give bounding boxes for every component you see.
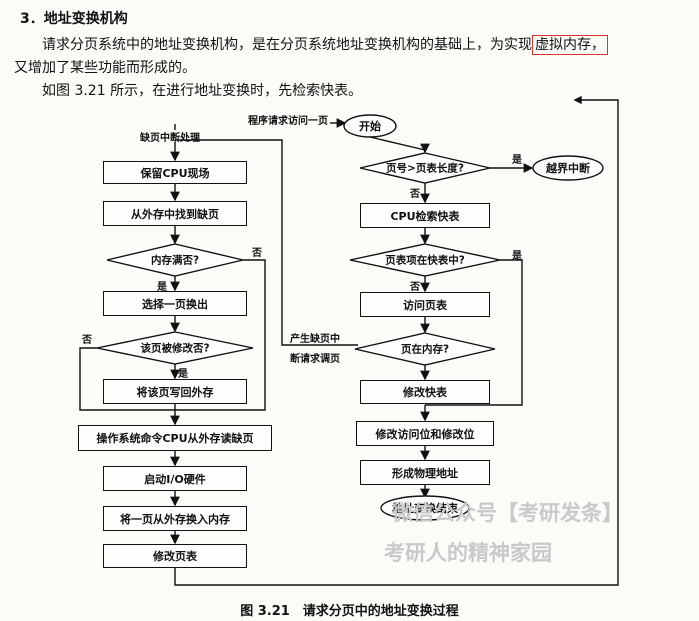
paragraph-line-3: 如图 3.21 所示，在进行地址变换时，先检索快表。 [42,83,363,99]
box-modify-fast: 修改快表 [360,380,490,404]
label-yes-4: 是 [512,251,522,262]
box-start-io: 启动I/O硬件 [103,466,247,491]
boundary-label: 越界中断 [546,162,590,175]
watermark-line-1: 微信公众号【考研发条】 [392,501,623,525]
label-no-4: 否 [410,282,420,293]
box-swap-in: 将一页从外存换入内存 [103,506,247,531]
paragraph-text: 请求分页系统中的地址变换机构，是在分页系统地址变换机构的基础上，为实现 [42,37,532,53]
label-page-fault-1: 产生缺页中 [290,334,340,345]
label-program-request: 程序请求访问一页 [248,116,328,127]
oval-end [380,495,470,521]
box-find-page: 从外存中找到缺页 [103,201,247,226]
diamond-mem-full-label: 内存满否? [150,254,200,267]
oval-boundary [532,155,604,181]
box-form-addr: 形成物理地址 [360,460,490,485]
diamond-modified-label: 该页被修改否? [140,342,210,355]
label-yes-3: 是 [512,155,522,166]
highlight-virtual-memory: 虚拟内存， [532,35,608,55]
section-heading: 3．地址变换机构 [20,11,128,27]
box-save-cpu: 保留CPU现场 [103,161,247,184]
paragraph-line-2: 又增加了某些功能而形成的。 [14,60,196,76]
box-access-pt: 访问页表 [360,292,490,317]
diamond-page-len-label: 页号>页表长度? [386,162,464,175]
box-os-read: 操作系统命令CPU从外存读缺页 [78,425,272,451]
label-no-3: 否 [410,189,420,200]
box-modify-pt: 修改页表 [103,544,247,568]
start-label: 开始 [359,120,381,133]
figure-caption: 图 3.21 请求分页中的地址变换过程 [240,604,459,619]
label-page-fault-2: 断请求调页 [290,354,340,365]
end-label: 地址变换结束 [392,502,458,515]
diamond-in-tlb-label: 页表项在快表中? [385,254,465,267]
label-no-1: 否 [252,248,262,259]
diamond-in-memory-label: 页在内存? [400,343,450,356]
box-modify-bits: 修改访问位和修改位 [356,421,494,446]
paragraph-line-1: 请求分页系统中的地址变换机构，是在分页系统地址变换机构的基础上，为实现虚拟内存， [42,34,608,55]
label-no-2: 否 [82,335,92,346]
label-yes-1: 是 [157,282,167,293]
box-select-swap: 选择一页换出 [103,291,247,316]
watermark-line-2: 考研人的精神家园 [384,541,552,565]
box-cpu-search: CPU检索快表 [360,203,490,228]
box-write-back: 将该页写回外存 [103,379,247,404]
label-page-fault-handling: 缺页中断处理 [140,133,200,144]
label-yes-2: 是 [178,369,188,380]
